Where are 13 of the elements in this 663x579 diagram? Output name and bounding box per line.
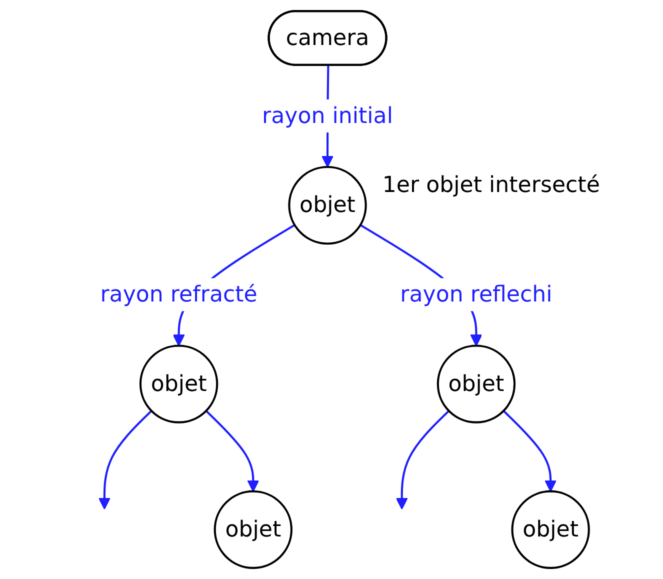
node-caption: 1er objet intersecté <box>382 172 600 198</box>
edge-label: rayon refracté <box>100 280 258 308</box>
arrow <box>396 410 450 510</box>
arrow <box>205 410 260 492</box>
node-circle: objet <box>511 490 590 569</box>
node-circle: objet <box>288 166 367 245</box>
arrow <box>98 410 152 510</box>
edge-label: rayon initial <box>262 102 393 128</box>
arrow <box>502 410 557 492</box>
node-circle: objet <box>436 344 516 424</box>
node-circle: objet <box>214 490 292 569</box>
edge-label: rayon reflechi <box>400 280 552 308</box>
node-circle: objet <box>139 344 218 424</box>
